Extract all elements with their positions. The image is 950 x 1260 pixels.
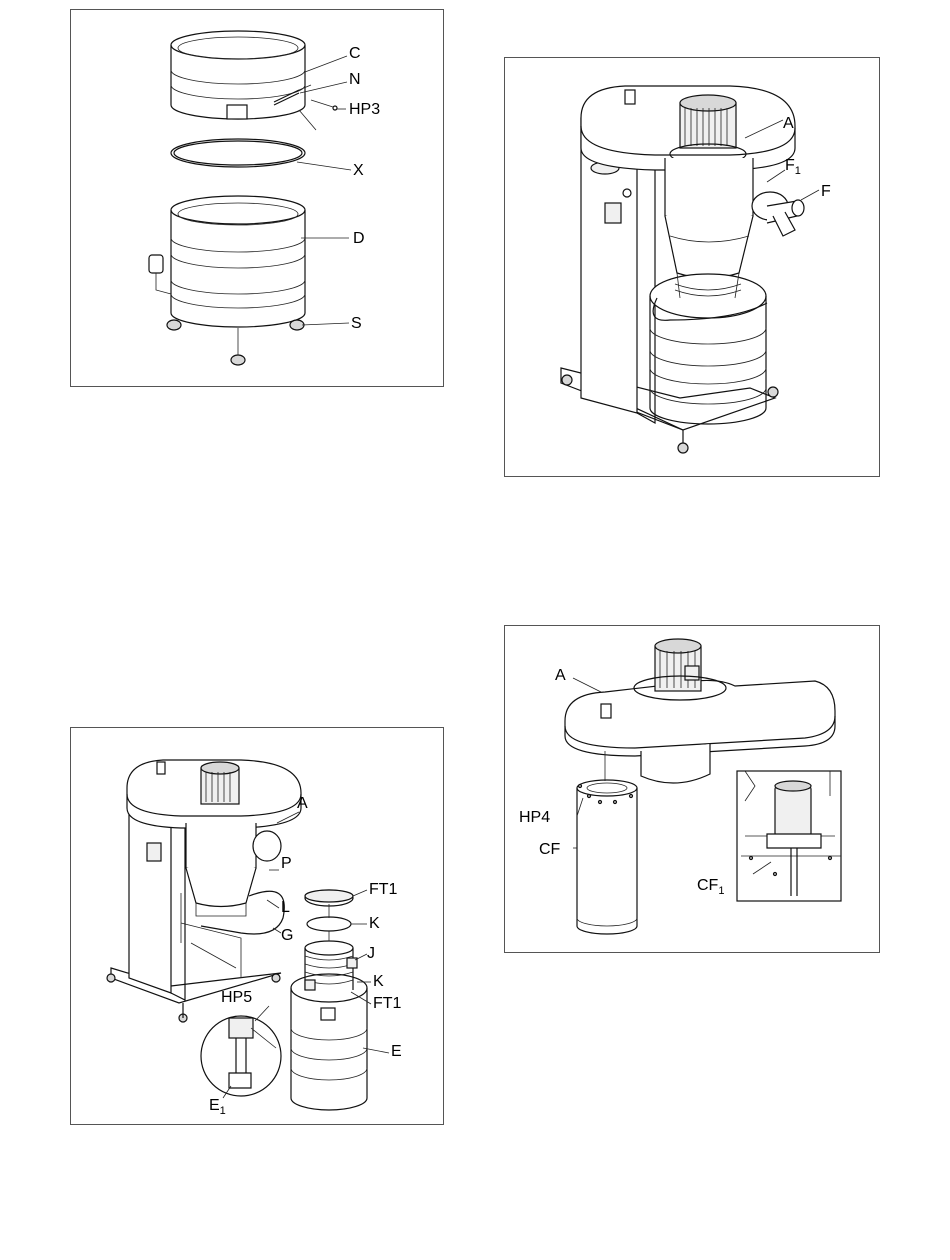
figure-assembled-collector: A F1 F bbox=[504, 57, 880, 477]
label-F: F bbox=[821, 183, 831, 200]
assembled-collector-drawing: A F1 F bbox=[505, 58, 881, 478]
label-E1: E1 bbox=[209, 1097, 226, 1117]
label-HP5: HP5 bbox=[221, 989, 252, 1006]
label-G: G bbox=[281, 927, 293, 944]
label-A: A bbox=[555, 667, 566, 684]
label-K-bottom: K bbox=[373, 973, 384, 990]
figure-filter-cartridge: A HP4 CF CF1 bbox=[504, 625, 880, 953]
label-L: L bbox=[281, 899, 290, 916]
label-P: P bbox=[281, 855, 292, 872]
label-HP3: HP3 bbox=[349, 101, 380, 118]
figure-filter-drum: A P FT1 L K G J K FT1 HP5 E E1 bbox=[70, 727, 444, 1125]
filter-cartridge-drawing: A HP4 CF CF1 bbox=[505, 626, 881, 954]
label-CF1: CF1 bbox=[697, 877, 724, 897]
label-FT1-top: FT1 bbox=[369, 881, 398, 898]
label-F1: F1 bbox=[785, 157, 801, 177]
label-E: E bbox=[391, 1043, 402, 1060]
label-A: A bbox=[297, 795, 308, 812]
label-A: A bbox=[783, 115, 794, 132]
label-N: N bbox=[349, 71, 361, 88]
label-J: J bbox=[367, 945, 375, 962]
label-FT1-bottom: FT1 bbox=[373, 995, 402, 1012]
label-D: D bbox=[353, 230, 365, 247]
label-C: C bbox=[349, 45, 361, 62]
label-HP4: HP4 bbox=[519, 809, 550, 826]
label-S: S bbox=[351, 315, 362, 332]
figure-drum-assembly: C N HP3 X D S bbox=[70, 9, 444, 387]
drum-assembly-drawing: C N HP3 X D S bbox=[71, 10, 445, 388]
label-K-top: K bbox=[369, 915, 380, 932]
label-X: X bbox=[353, 162, 364, 179]
filter-drum-drawing: A P FT1 L K G J K FT1 HP5 E E1 bbox=[71, 728, 445, 1126]
label-CF: CF bbox=[539, 841, 561, 858]
